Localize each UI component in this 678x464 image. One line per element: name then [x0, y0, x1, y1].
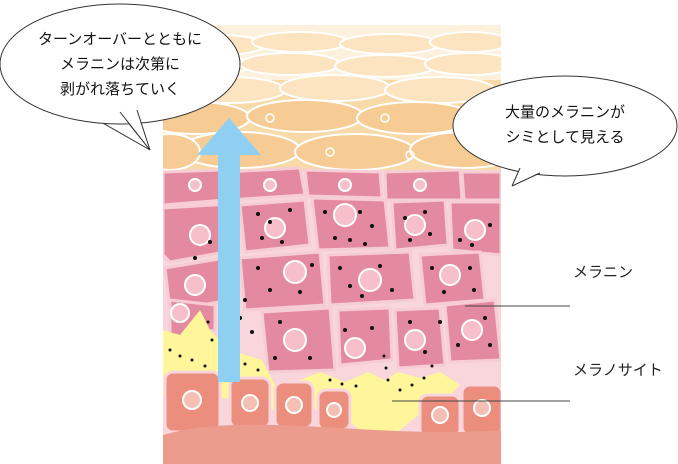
turnover-line-1: ターンオーバーとともに	[37, 30, 203, 48]
turnover-bubble	[0, 3, 241, 151]
spots-bubble-text: 大量のメラニンが シミとして見える	[470, 100, 660, 150]
spots-bubble	[452, 75, 678, 187]
melanin-dots	[168, 208, 492, 392]
turnover-line-2: メラニンは次第に	[59, 55, 180, 73]
melanocyte	[163, 310, 460, 440]
melanocyte-label: メラノサイト	[573, 361, 663, 379]
dermis	[163, 424, 501, 464]
spots-line-2: シミとして見える	[505, 128, 625, 146]
turnover-line-3: 剥がれ落ちていく	[59, 80, 180, 98]
spots-line-1: 大量のメラニンが	[504, 103, 625, 121]
melanin-label: メラニン	[573, 263, 634, 281]
cell-nuclei	[170, 178, 486, 359]
basal-nuclei	[182, 390, 491, 424]
turnover-bubble-text: ターンオーバーとともに メラニンは次第に 剥がれ落ちていく	[10, 27, 230, 102]
up-arrow-icon	[197, 118, 261, 382]
spinous-cells	[163, 166, 501, 374]
